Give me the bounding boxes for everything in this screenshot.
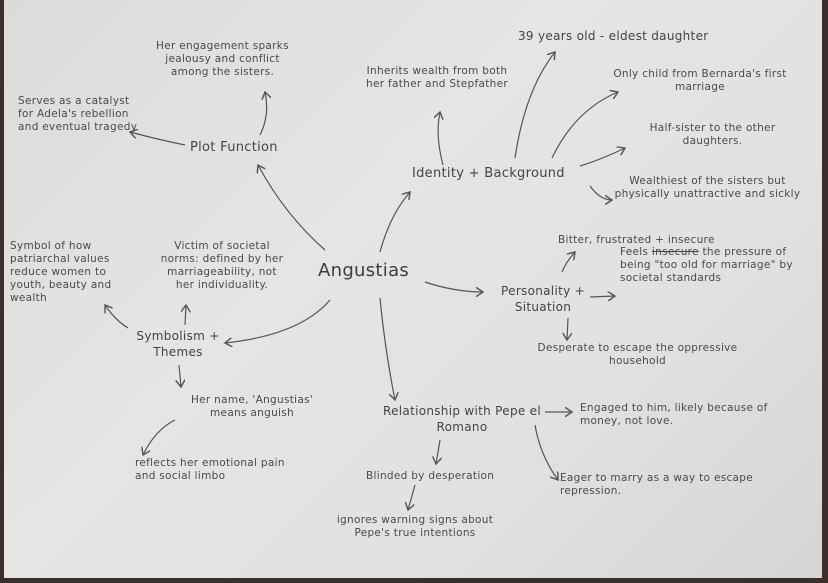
note-age: 39 years old - eldest daughter xyxy=(518,29,709,43)
paper-sheet xyxy=(4,0,822,578)
note-catalyst: Serves as a catalyst for Adela's rebelli… xyxy=(18,95,138,133)
arrow-plot-catalyst xyxy=(130,132,186,146)
arrow-symbolism-name xyxy=(179,364,181,387)
struck-word: insecure xyxy=(651,246,699,258)
arrow-blinded-ignores xyxy=(408,484,416,510)
note-desperate: Desperate to escape the oppressive house… xyxy=(537,342,738,367)
note-engagement: Her engagement sparks jealousy and confl… xyxy=(156,40,289,78)
note-reflects: reflects her emotional pain and social l… xyxy=(135,457,285,482)
node-plot-function: Plot Function xyxy=(190,140,278,155)
node-personality-situation: Personality + Situation xyxy=(501,284,585,314)
arrow-center-relationship xyxy=(379,297,395,400)
arrow-personality-bitter xyxy=(561,252,575,273)
note-bitter: Bitter, frustrated + insecure xyxy=(558,234,715,246)
arrow-symbolism-symbol xyxy=(105,305,129,329)
note-feels: Feels insecure the pressure of being "to… xyxy=(620,246,810,285)
arrow-plot-engagement xyxy=(259,92,267,136)
note-wealthiest: Wealthiest of the sisters but physically… xyxy=(614,175,801,200)
node-identity-background: Identity + Background xyxy=(412,166,565,181)
arrow-symbolism-victim xyxy=(185,305,186,326)
arrow-identity-inherits xyxy=(438,112,443,166)
note-engaged: Engaged to him, likely because of money,… xyxy=(580,402,768,427)
note-half-sister: Half-sister to the other daughters. xyxy=(649,122,776,147)
arrow-personality-desperate xyxy=(567,317,568,340)
arrow-identity-39 xyxy=(514,52,555,159)
arrow-center-plot xyxy=(258,165,326,251)
note-victim: Victim of societal norms: defined by her… xyxy=(160,240,284,291)
arrow-personality-feels xyxy=(589,296,615,297)
node-symbolism-themes: Symbolism + Themes xyxy=(136,329,220,359)
note-inherits: Inherits wealth from both her father and… xyxy=(366,65,508,90)
note-symbol-patriarchal: Symbol of how patriarchal values reduce … xyxy=(10,240,112,304)
arrow-identity-halfsister xyxy=(579,148,625,167)
note-eager: Eager to marry as a way to escape repres… xyxy=(560,472,754,497)
note-only-child: Only child from Bernarda's first marriag… xyxy=(613,68,787,93)
note-name-meaning: Her name, 'Angustias' means anguish xyxy=(190,394,314,419)
arrow-name-reflects xyxy=(143,419,176,455)
arrow-relationship-eager xyxy=(534,424,558,480)
arrow-center-identity xyxy=(379,192,410,253)
arrow-relationship-blinded xyxy=(436,439,440,464)
node-relationship-pepe: Relationship with Pepe el Romano xyxy=(383,404,541,434)
feels-rest: the pressure of being "too old for marri… xyxy=(620,246,793,284)
feels-prefix: Feels xyxy=(620,246,649,258)
arrow-center-personality xyxy=(424,281,483,292)
note-ignores: ignores warning signs about Pepe's true … xyxy=(336,514,494,539)
center-node-angustias: Angustias xyxy=(318,260,410,281)
arrow-identity-wealthiest xyxy=(589,185,612,200)
note-blinded: Blinded by desperation xyxy=(366,470,495,482)
arrow-center-symbolism xyxy=(225,299,331,343)
arrow-identity-onlychild xyxy=(551,92,618,159)
